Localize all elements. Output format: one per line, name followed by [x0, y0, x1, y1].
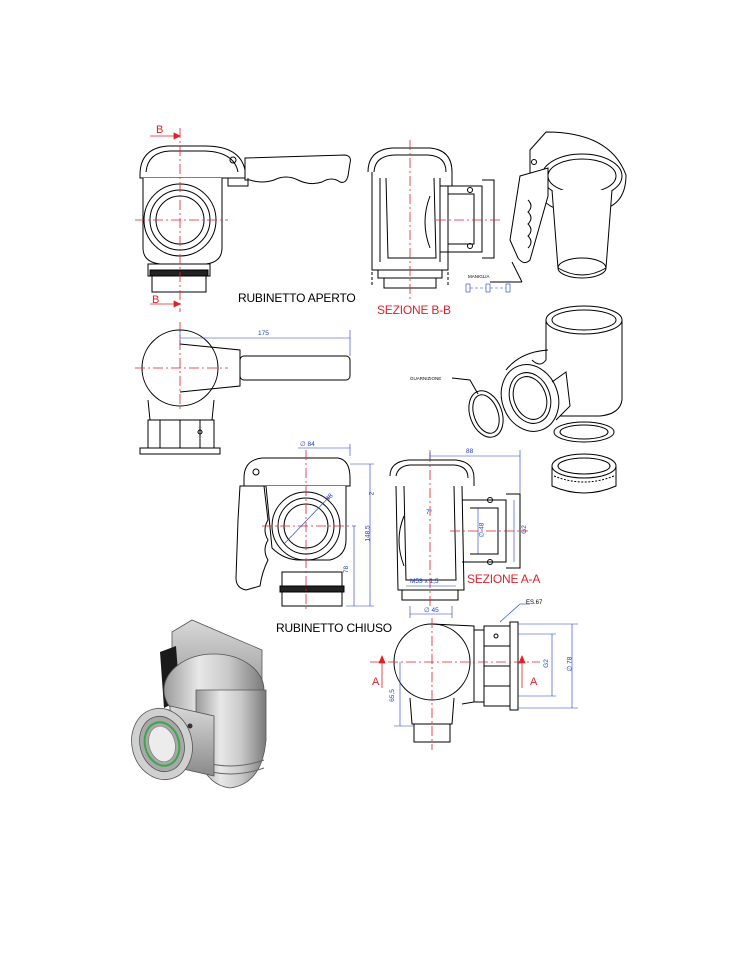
view-section-bb-axes [409, 140, 500, 300]
title-section-aa: SEZIONE A-A [467, 572, 541, 586]
dim-height-65-5: 65,5 [388, 689, 396, 702]
dim-angle-7: 7° [426, 509, 433, 516]
dim-height-78: 78 [343, 565, 351, 574]
section-mark-b-top: B [156, 124, 164, 136]
dim-dia-45: ∅ 45 [424, 607, 439, 614]
view-top-open [139, 329, 351, 455]
dim-thread-m53: M53 x 1,5 [410, 578, 439, 585]
callout-handle: MANIGLIA [468, 274, 490, 279]
view-top-closed-axes [370, 618, 540, 750]
title-section-bb: SEZIONE B-B [377, 303, 451, 317]
dim-dia-78: ∅ 78 [566, 656, 574, 672]
dim-g2-side: G2 [520, 525, 528, 534]
section-mark-a-right: A [530, 676, 538, 688]
dim-height-2: 2 [368, 491, 376, 496]
section-mark-b-bottom: B [152, 294, 160, 306]
view-3d-render [131, 619, 267, 789]
handle-detail-glyphs [465, 283, 511, 293]
view-open-front [139, 145, 351, 293]
view-top-closed-dims [394, 603, 578, 727]
view-section-aa [389, 459, 521, 601]
title-closed-valve: RUBINETTO CHIUSO [276, 621, 392, 635]
dim-length-175: 175 [258, 330, 269, 337]
view-section-bb [367, 147, 495, 289]
view-top-closed [393, 621, 519, 743]
dim-175 [179, 330, 351, 356]
dim-dia-48: ∅ 48 [478, 522, 486, 538]
view-section-aa-dims [406, 450, 521, 618]
view-closed-front-dims [283, 444, 374, 607]
view-section-aa-axes [429, 452, 528, 606]
view-closed-front [235, 457, 351, 607]
dim-g2-end: G2 [542, 659, 550, 668]
view-closed-front-axes [262, 450, 352, 612]
callout-gasket: GUARNIZIONE [410, 376, 442, 381]
dim-dia-84: ∅ 84 [300, 441, 315, 448]
view-exploded [451, 305, 623, 494]
title-open-valve: RUBINETTO APERTO [238, 291, 356, 305]
section-mark-a-left: A [372, 676, 380, 688]
dim-height-148-5: 148,5 [364, 525, 372, 542]
callout-thread-spec: ES.67 [526, 600, 543, 606]
view-iso-handle [490, 131, 627, 283]
dim-width-88: 88 [466, 448, 474, 455]
view-open-front-axes [135, 128, 228, 312]
